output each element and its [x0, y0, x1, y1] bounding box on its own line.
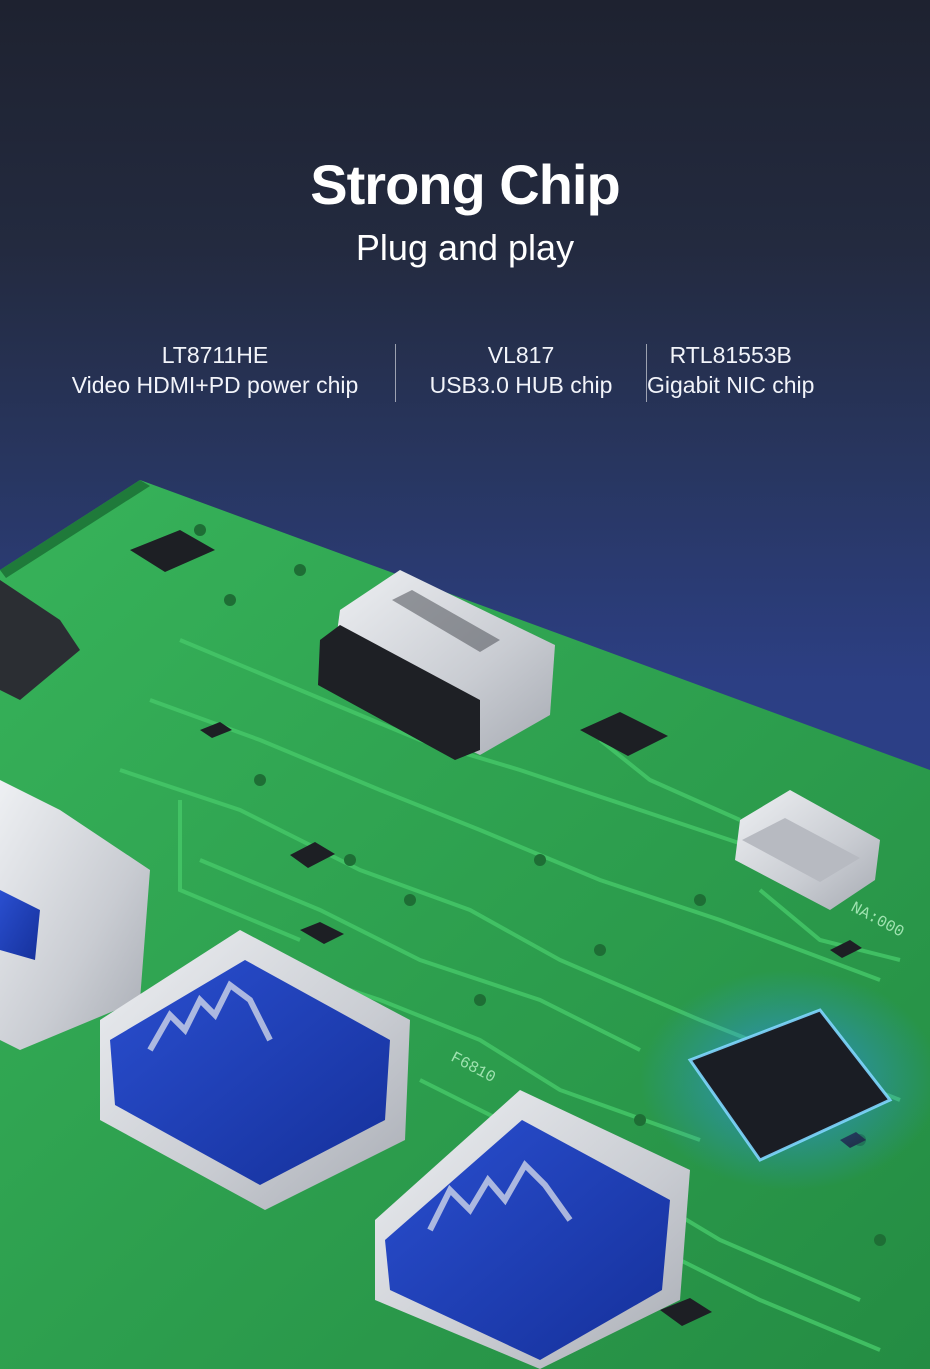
- page-title: Strong Chip: [310, 153, 620, 216]
- chip-item-hub: VL817 USB3.0 HUB chip: [396, 340, 646, 400]
- ic-chip-left: [0, 580, 80, 700]
- page-subtitle: Plug and play: [355, 227, 575, 268]
- chip-model: RTL81553B: [669, 342, 792, 368]
- chip-description: Gigabit NIC chip: [647, 372, 815, 398]
- nic-chip: [640, 970, 930, 1190]
- chip-model: LT8711HE: [161, 342, 269, 368]
- chip-divider: [646, 344, 647, 402]
- pcb-illustration: NA:000 F6810: [0, 480, 930, 1369]
- pcb-edge: [0, 480, 150, 578]
- chip-item-hdmi: LT8711HE Video HDMI+PD power chip: [35, 340, 395, 400]
- usb-a-port-left: [0, 780, 150, 1050]
- hdmi-port: [318, 570, 555, 760]
- chip-list: LT8711HE Video HDMI+PD power chip VL817 …: [35, 340, 895, 402]
- usb-a-port-lower: [375, 1090, 690, 1369]
- header: Strong Chip Plug and play: [0, 150, 930, 270]
- chip-description: Video HDMI+PD power chip: [71, 372, 359, 398]
- chip-row: LT8711HE Video HDMI+PD power chip VL817 …: [35, 340, 814, 402]
- chip-divider: [395, 344, 396, 402]
- chip-description: USB3.0 HUB chip: [429, 372, 613, 398]
- chip-item-nic: RTL81553B Gigabit NIC chip: [647, 340, 814, 400]
- chip-model: VL817: [487, 342, 555, 368]
- usb-a-port-middle: [100, 930, 410, 1210]
- usb-c-port: [735, 790, 880, 910]
